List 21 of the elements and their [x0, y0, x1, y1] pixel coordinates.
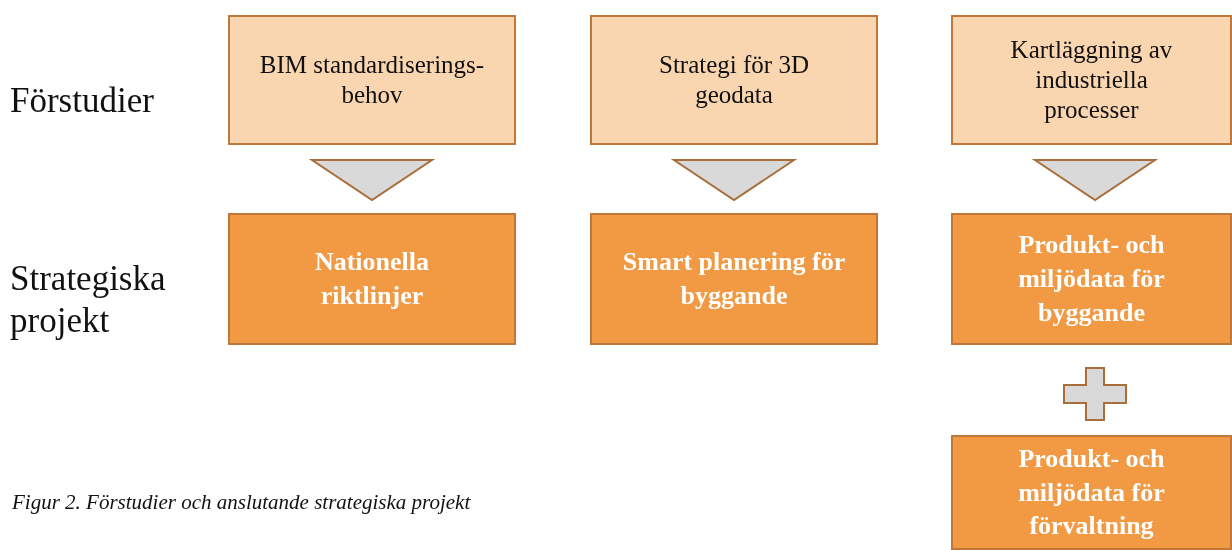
project-box	[951, 213, 1232, 345]
box-text: BIM standardiserings-behov	[258, 50, 486, 110]
box-text: Nationella riktlinjer	[313, 246, 431, 312]
down-chevron	[308, 159, 436, 202]
study-box	[951, 15, 1232, 145]
study-box	[590, 15, 878, 145]
box-text: Produkt- och miljödata för byggande	[1017, 229, 1166, 329]
box-text: Kartläggning av industriella processer	[1009, 35, 1174, 125]
project-box	[228, 213, 516, 345]
box-text: Produkt- och miljödata för förvaltning	[1017, 442, 1166, 543]
box-text: Smart planering för byggande	[621, 246, 847, 312]
down-chevron	[670, 159, 798, 202]
row-label: Strategiska projekt	[10, 258, 167, 342]
project-box	[951, 435, 1232, 550]
box-text: Strategi för 3D geodata	[658, 50, 810, 110]
down-chevron	[1031, 159, 1159, 202]
study-box	[228, 15, 516, 145]
figure-caption: Figur 2. Förstudier och anslutande strategiska projekt	[12, 490, 471, 515]
plus-connector	[1063, 367, 1127, 421]
project-box	[590, 213, 878, 345]
row-label: Förstudier	[10, 80, 155, 122]
